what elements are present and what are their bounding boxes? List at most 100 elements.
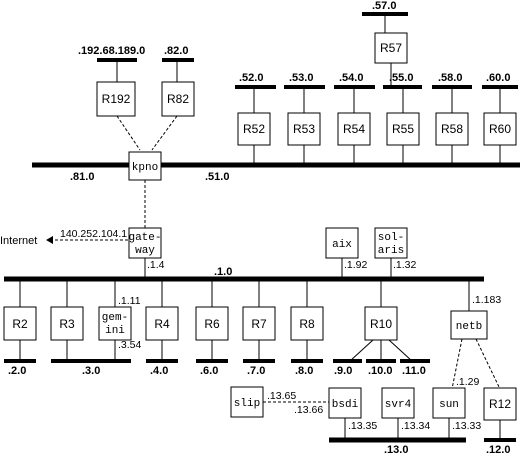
router-r54-label: R54	[343, 122, 365, 136]
network-82-label: .82.0	[164, 45, 188, 57]
router-r82-label: R82	[167, 92, 189, 106]
netb-sun-dashed	[451, 338, 463, 390]
host-aix-label: aix	[332, 239, 352, 251]
router-r57	[374, 32, 408, 64]
host-sun-label: sun	[439, 399, 459, 411]
router-r192-label: R192	[102, 92, 131, 106]
network-8-label: .8.0	[295, 365, 313, 377]
router-r60	[483, 112, 517, 146]
router-r6	[195, 306, 229, 341]
host-svr4-label: svr4	[385, 399, 412, 411]
router-r10-label: R10	[370, 317, 392, 331]
host-gemini-label-2: ini	[105, 325, 125, 337]
network-60-label: .60.0	[486, 72, 510, 84]
network-192-label: .192.68.189.0	[78, 45, 145, 57]
network-7-label: .7.0	[247, 365, 265, 377]
network-2-label: .2.0	[8, 365, 26, 377]
internet-label: Internet	[0, 235, 37, 247]
netb-r12-dashed	[475, 338, 501, 390]
host-bsdi	[328, 387, 362, 419]
router-r4	[145, 306, 179, 341]
netb-if-label: .1.183	[472, 294, 501, 306]
router-r52	[237, 112, 271, 146]
router-r57-label: R57	[380, 41, 402, 55]
router-r10	[364, 306, 398, 341]
internet-arrow-icon	[46, 236, 53, 244]
network-57-label: .57.0	[372, 0, 396, 12]
slip-if-label: .13.65	[267, 390, 296, 402]
router-r7-label: R7	[251, 317, 267, 331]
router-r82	[161, 81, 195, 117]
r192-kpno-dashed	[116, 115, 141, 151]
network-13-label: .13.0	[384, 444, 408, 455]
gateway-if-label: .1.4	[147, 259, 165, 271]
r10-link-11	[388, 339, 413, 362]
host-gateway-label-1: gate-	[128, 232, 161, 244]
solaris-if-label: .1.32	[393, 259, 417, 271]
routers-51-row: R52 R53 R54 R55 R58 R60	[237, 87, 517, 165]
bsdi-if-label: .13.35	[348, 420, 377, 432]
router-r6-label: R6	[204, 317, 220, 331]
host-gateway	[128, 227, 162, 259]
router-r2-label: R2	[12, 317, 28, 331]
router-r8	[290, 306, 324, 341]
host-gateway-label-2: way	[135, 245, 155, 257]
sun-if-label: .13.33	[452, 420, 481, 432]
r10-link-9	[349, 339, 374, 362]
gemini-bottom-if-label: .3.54	[118, 339, 142, 351]
network-6-label: .6.0	[200, 365, 218, 377]
r82-kpno-dashed	[151, 115, 178, 151]
network-51-label: .51.0	[205, 171, 229, 183]
router-r8-label: R8	[299, 317, 315, 331]
network-4-label: .4.0	[150, 365, 168, 377]
router-r4-label: R4	[154, 317, 170, 331]
bsdi-slip-if-label: .13.66	[294, 404, 323, 416]
network-9-label: .9.0	[334, 365, 352, 377]
network-53-label: .53.0	[289, 72, 313, 84]
host-aix	[325, 227, 359, 259]
routers-1-row: R2 R3 gem- ini .1.11 .3.54 R4 R6 R7 R8 R…	[3, 279, 501, 362]
network-81-label: .81.0	[70, 171, 94, 183]
router-r53-label: R53	[293, 122, 315, 136]
network-10-label: .10.0	[368, 365, 392, 377]
router-r54	[337, 112, 371, 146]
router-r3-label: R3	[59, 317, 75, 331]
host-solaris-label-2: aris	[378, 245, 404, 257]
host-solaris-label-1: sol-	[378, 232, 404, 244]
router-r3	[50, 306, 84, 341]
host-solaris	[374, 227, 408, 259]
sun-top-if-label: .1.29	[456, 376, 480, 388]
router-r52-label: R52	[243, 122, 265, 136]
router-r12-label: R12	[489, 397, 511, 411]
gemini-top-if-label: .1.11	[118, 295, 141, 307]
internet-address-label: 140.252.104.1	[60, 228, 127, 240]
host-kpno	[128, 151, 162, 181]
host-slip-label: slip	[234, 398, 260, 410]
network-54-label: .54.0	[339, 72, 363, 84]
router-r192	[96, 81, 136, 117]
network-12-label: .12.0	[486, 444, 510, 455]
network-58-label: .58.0	[438, 72, 462, 84]
router-r60-label: R60	[489, 122, 511, 136]
router-r2	[3, 306, 37, 341]
router-r58-label: R58	[441, 122, 463, 136]
router-r53	[287, 112, 321, 146]
host-bsdi-label: bsdi	[332, 399, 359, 411]
host-netb	[450, 310, 488, 340]
network-11-label: .11.0	[402, 365, 426, 377]
host-gemini-label-1: gem-	[102, 312, 128, 324]
network-55-label: .55.0	[389, 72, 413, 84]
network-3-label: .3.0	[82, 365, 100, 377]
host-kpno-label: kpno	[132, 162, 158, 174]
network-1-label: .1.0	[214, 266, 232, 278]
svr4-if-label: .13.34	[401, 420, 430, 432]
router-r58	[435, 112, 469, 146]
network-52-label: .52.0	[239, 72, 263, 84]
router-r55-label: R55	[392, 122, 414, 136]
aix-if-label: .1.92	[344, 259, 368, 271]
host-gemini	[98, 306, 132, 341]
router-r12	[483, 387, 517, 421]
host-netb-label: netb	[456, 321, 482, 333]
router-r55	[386, 112, 420, 146]
